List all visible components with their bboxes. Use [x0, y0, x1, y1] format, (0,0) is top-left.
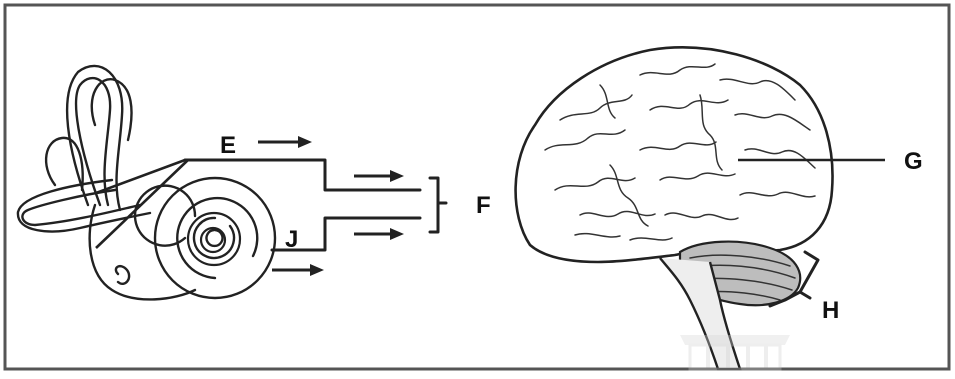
label-f: F: [476, 192, 491, 219]
bracket-f: [428, 176, 448, 234]
vestibule-inner: [114, 264, 131, 285]
label-g: G: [904, 148, 923, 175]
label-e: E: [220, 132, 236, 159]
cochlear-nerve: [270, 216, 422, 252]
watermark-logo: [680, 335, 790, 371]
cochlea-outer: [153, 176, 277, 300]
cochlea-ring-3: [186, 211, 242, 267]
cochlea-ring-2: [199, 226, 227, 254]
arrow-e: [258, 136, 312, 148]
label-j: J: [285, 226, 298, 253]
impulse-arrows: [258, 136, 404, 276]
semicircular-canal-lateral-inner: [16, 178, 152, 233]
brain-stem: [659, 257, 742, 371]
cerebral-gyri: [544, 63, 816, 241]
semicircular-canal-posterior: [90, 78, 133, 142]
pointer-line-semicircular: [95, 158, 186, 195]
cerebrum: [514, 46, 834, 264]
vestibular-nerve: [183, 158, 422, 192]
semicircular-canal-anterior: [74, 76, 112, 207]
pointer-line-vestibule: [95, 159, 189, 249]
bracket-h: [768, 250, 820, 308]
cochlea-spiral: [133, 184, 259, 280]
semicircular-canal-anterior-inner: [65, 64, 124, 212]
semicircular-canal-left-loop: [44, 136, 84, 192]
arrow-nerve-lower: [354, 228, 404, 240]
vestibule: [88, 203, 197, 301]
label-h: H: [822, 297, 839, 324]
semicircular-canal-lateral: [21, 188, 142, 227]
brain: [514, 46, 885, 371]
inner-ear: [16, 64, 422, 301]
arrow-j: [272, 264, 324, 276]
arrow-nerve-upper: [354, 170, 404, 182]
